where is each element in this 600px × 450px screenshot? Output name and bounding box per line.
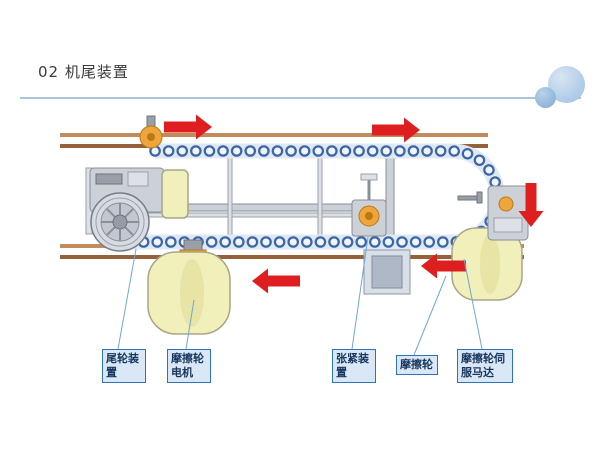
flow-arrows (164, 114, 544, 294)
friction-wheel-motor (147, 239, 231, 335)
callout-lines (117, 236, 483, 356)
servo-knob (498, 196, 514, 212)
bracket-inner (371, 255, 403, 289)
servo-body (493, 217, 523, 233)
callout-label-friction-motor: 摩擦轮电机 (167, 349, 211, 383)
left-guard-plate (161, 169, 189, 219)
callout-line-motor (185, 299, 195, 350)
flow-arrow-right-top-center (372, 117, 420, 143)
title-divider (20, 97, 581, 99)
callout-label-servo-motor: 摩擦轮伺服马达 (457, 349, 513, 383)
flow-arrow-right-top-left (164, 114, 212, 140)
tail-housing-detail (127, 171, 149, 187)
tail-housing-detail (95, 173, 123, 185)
callout-line-tail-wheel (117, 248, 137, 350)
servo-bolt (476, 191, 483, 204)
callout-line-servo (463, 258, 483, 350)
frame-post (317, 149, 323, 243)
flow-arrow-left-bottom-right (421, 253, 466, 279)
page-title: 02 机尾装置 (38, 63, 129, 81)
tension-roller-hub (365, 212, 373, 220)
callout-label-tail-wheel: 尾轮装置 (102, 349, 146, 383)
callout-label-tension-device: 张紧装置 (332, 349, 376, 383)
flow-arrow-left-bottom-center (252, 268, 300, 294)
tension-plate (360, 173, 378, 181)
drive-sprocket (139, 115, 163, 149)
tail-wheel-assembly (85, 167, 165, 252)
hanger-bracket (363, 249, 411, 295)
callout-label-friction-wheel: 摩擦轮 (396, 355, 438, 375)
callout-line-friction-wheel (413, 275, 447, 356)
friction-wheel-servo-motor (457, 185, 529, 241)
sprocket-hub (147, 133, 155, 141)
tension-device (351, 173, 387, 237)
friction-wheel-shade (480, 234, 500, 294)
tail-wheel-ring (95, 197, 145, 247)
tail-wheel-hub (112, 214, 128, 230)
flow-arrow-down-right (518, 183, 544, 227)
frame-post (227, 149, 233, 243)
motor-wheel-shade (180, 259, 204, 327)
friction-wheel (451, 227, 523, 301)
decor-circle-small (535, 87, 556, 108)
callout-line-tension (351, 236, 369, 350)
